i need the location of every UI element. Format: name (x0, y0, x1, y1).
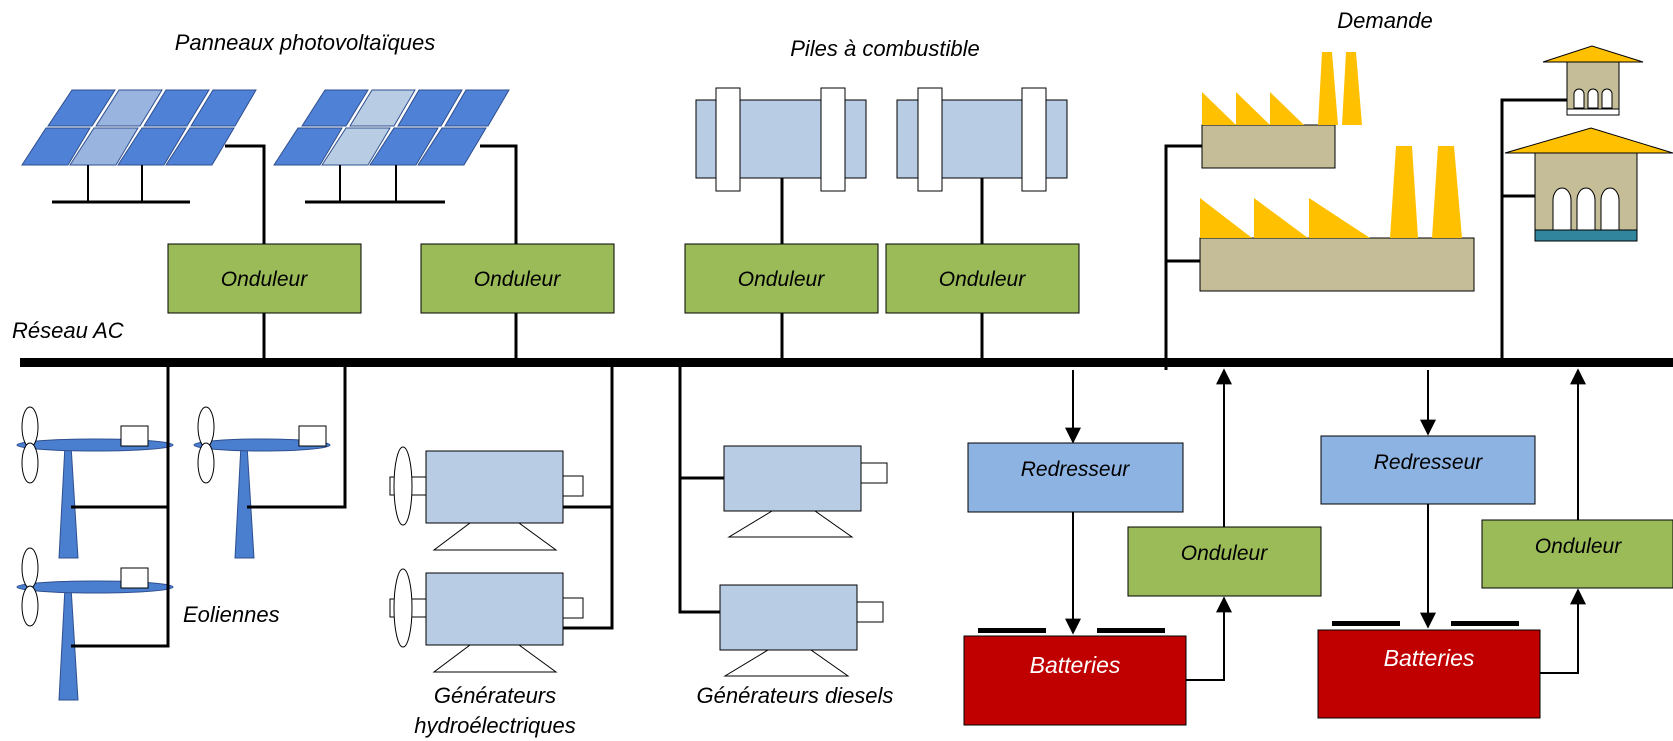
demand-title: Demande (1337, 8, 1432, 33)
inverter-box-pv2: Onduleur (420, 243, 615, 314)
inverter-label: Onduleur (738, 268, 825, 291)
diesel-generator-icon (719, 584, 884, 677)
fuel-cells-title: Piles à combustible (790, 36, 980, 61)
fuel-cell-icon (896, 87, 1068, 192)
inverter-label: Onduleur (474, 268, 561, 291)
inverter-box-storage-1: Onduleur (1127, 526, 1322, 597)
factory-icon (1199, 146, 1475, 292)
hydro-label-1: Générateurs (434, 683, 556, 708)
pv-title: Panneaux photovoltaïques (175, 30, 436, 55)
inverter-label: Onduleur (221, 268, 308, 291)
battery-box-2: Batteries (1317, 629, 1541, 719)
battery-terminal (1332, 621, 1400, 626)
inverter-label: Onduleur (1535, 535, 1622, 558)
rectifier-box-1: Redresseur (967, 442, 1184, 513)
house-icon (1542, 45, 1644, 116)
ac-bus (20, 358, 1673, 367)
solar-panel-icon (21, 89, 257, 204)
house-icon (1504, 127, 1673, 242)
hydro-generator-icon (389, 446, 584, 551)
fuel-cell-icon (695, 87, 867, 192)
inverter-box-storage-2: Onduleur (1481, 519, 1673, 589)
inverter-box-fc1: Onduleur (684, 243, 879, 314)
battery-terminal (1097, 628, 1165, 633)
inverter-box-fc2: Onduleur (885, 243, 1080, 314)
battery-label: Batteries (1384, 645, 1475, 671)
rectifier-label: Redresseur (1021, 458, 1131, 481)
wind-turbine-icon (16, 406, 174, 559)
battery-box-1: Batteries (963, 635, 1187, 726)
rectifier-label: Redresseur (1374, 451, 1484, 474)
battery-terminal (978, 628, 1046, 633)
battery-label: Batteries (1030, 652, 1121, 678)
inverter-box-pv1: Onduleur (167, 243, 362, 314)
diesel-label: Générateurs diesels (697, 683, 894, 708)
factory-icon (1201, 52, 1362, 169)
hydro-generator-icon (389, 568, 584, 673)
wind-label: Eoliennes (183, 602, 280, 627)
ac-network-label: Réseau AC (12, 318, 124, 343)
wind-turbine-icon (193, 406, 331, 559)
inverter-label: Onduleur (939, 268, 1026, 291)
solar-panel-icon (273, 89, 510, 204)
hydro-label-2: hydroélectriques (414, 713, 575, 738)
battery-terminal (1451, 621, 1519, 626)
wind-turbine-icon (16, 547, 174, 701)
diesel-generator-icon (723, 445, 888, 538)
inverter-label: Onduleur (1181, 542, 1268, 565)
rectifier-box-2: Redresseur (1320, 435, 1536, 505)
